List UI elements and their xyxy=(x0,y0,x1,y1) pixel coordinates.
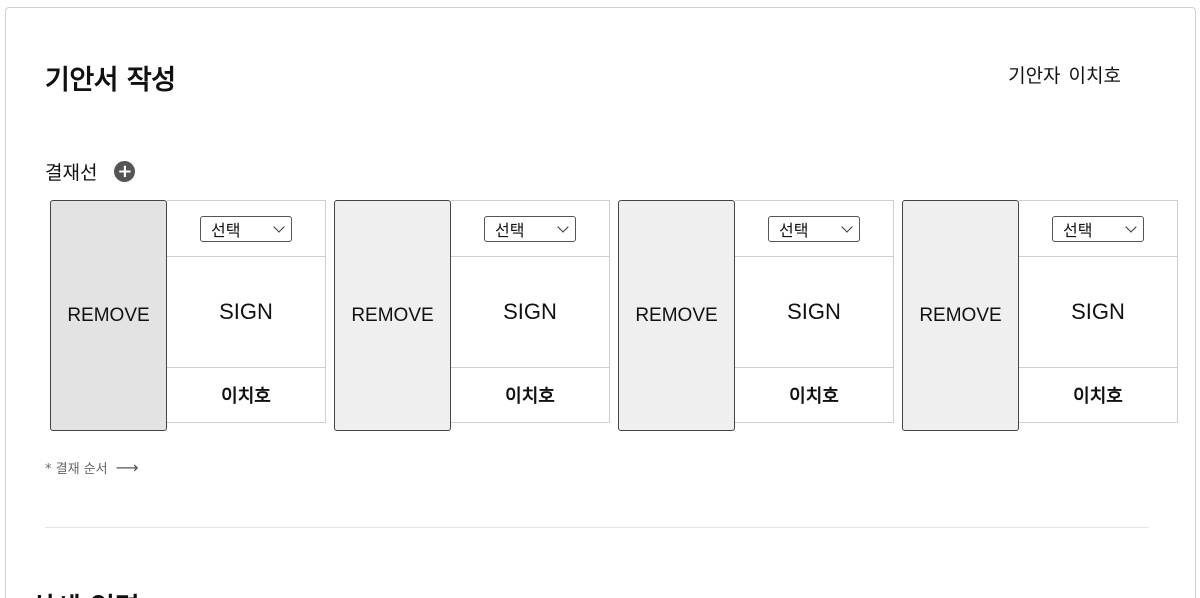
approver-name: 이치호 xyxy=(221,386,271,407)
approver-name: 이치호 xyxy=(1073,386,1123,407)
page-title: 기안서 작성 xyxy=(45,65,176,96)
chevron-down-icon xyxy=(1125,220,1137,233)
approval-line-label: 결재선 xyxy=(45,162,98,184)
drafter-label: 기안자 xyxy=(1008,65,1061,87)
approver-select[interactable]: 선택 xyxy=(1052,215,1144,242)
drafter-name: 이치호 xyxy=(1068,65,1121,87)
order-note-text: * 결재 순서 xyxy=(45,462,108,477)
approver-select-row: 선택 xyxy=(735,201,893,257)
select-value: 선택 xyxy=(211,220,241,240)
approver-select-row: 선택 xyxy=(167,201,325,257)
approver-select[interactable]: 선택 xyxy=(200,215,292,242)
chevron-down-icon xyxy=(557,220,569,233)
sign-area: SIGN xyxy=(735,257,893,368)
remove-button[interactable]: REMOVE xyxy=(50,200,167,431)
sign-area: SIGN xyxy=(167,257,325,368)
select-value: 선택 xyxy=(1063,220,1093,240)
sign-area: SIGN xyxy=(451,257,609,368)
approver-card: REMOVE 선택 SIGN 이치호 xyxy=(50,200,326,432)
remove-button[interactable]: REMOVE xyxy=(902,200,1019,431)
section-divider xyxy=(45,527,1149,528)
chevron-down-icon xyxy=(841,220,853,233)
approver-slot: 선택 SIGN 이치호 xyxy=(735,200,894,423)
approver-select[interactable]: 선택 xyxy=(484,215,576,242)
approver-name: 이치호 xyxy=(505,386,555,407)
approver-select-row: 선택 xyxy=(1019,201,1177,257)
sign-area: SIGN xyxy=(1019,257,1177,368)
approver-select[interactable]: 선택 xyxy=(768,215,860,242)
remove-button[interactable]: REMOVE xyxy=(334,200,451,431)
approver-name: 이치호 xyxy=(789,386,839,407)
approval-line-header: 결재선 + xyxy=(45,158,136,185)
approver-slot: 선택 SIGN 이치호 xyxy=(1019,200,1178,423)
approver-card: REMOVE 선택 SIGN 이치호 xyxy=(334,200,610,432)
approver-select-row: 선택 xyxy=(451,201,609,257)
arrow-right-icon: ⟶ xyxy=(115,458,139,477)
remove-button[interactable]: REMOVE xyxy=(618,200,735,431)
select-value: 선택 xyxy=(779,220,809,240)
approver-card: REMOVE 선택 SIGN 이치호 xyxy=(618,200,894,432)
approver-slot: 선택 SIGN 이치호 xyxy=(167,200,326,423)
select-value: 선택 xyxy=(495,220,525,240)
approver-slot: 선택 SIGN 이치호 xyxy=(451,200,610,423)
chevron-down-icon xyxy=(273,220,285,233)
plus-circle-icon[interactable]: + xyxy=(114,161,136,182)
drafter-info: 기안자 이치호 xyxy=(1008,61,1121,88)
details-section-title: 상세 입력 xyxy=(31,586,140,598)
approver-card: REMOVE 선택 SIGN 이치호 xyxy=(902,200,1178,432)
approval-order-note: * 결재 순서 ⟶ xyxy=(45,458,139,477)
